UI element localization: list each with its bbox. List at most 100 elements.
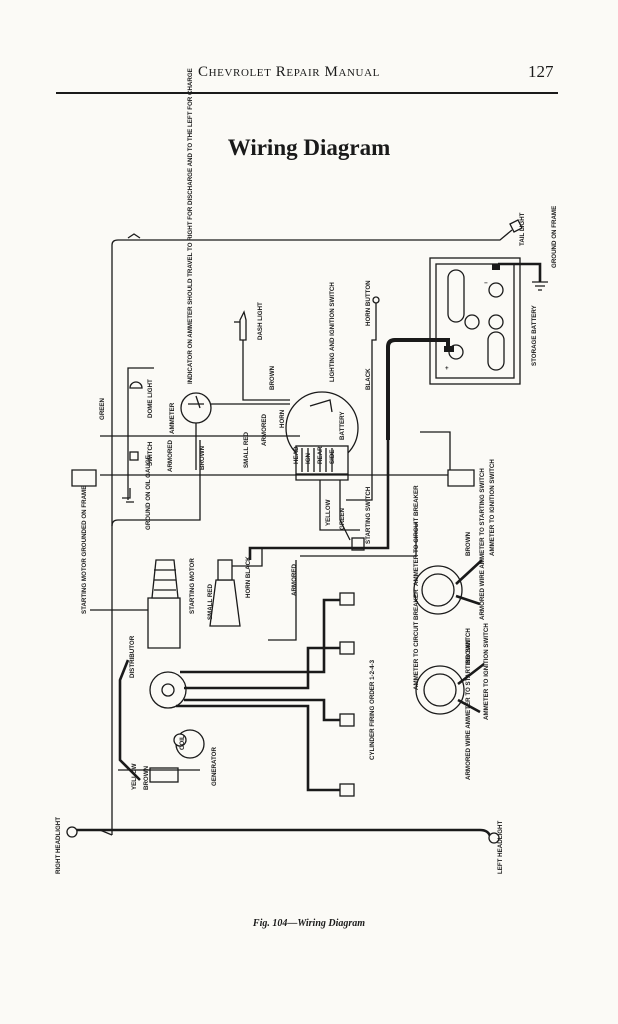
spark-plug-4	[339, 783, 355, 797]
distributor-cap	[161, 683, 175, 697]
label-coil: COIL	[179, 735, 186, 750]
left-horn-body	[447, 469, 475, 487]
right-headlight	[66, 826, 78, 838]
ground-strap	[498, 262, 542, 282]
label-armored-switch: ARMORED	[261, 414, 268, 446]
label-horn-terminal: HORN	[279, 409, 286, 428]
label-ammeter-circuit-breaker-2: AMMETER TO CIRCUIT BREAKER	[413, 589, 420, 690]
label-green: GREEN	[99, 397, 106, 420]
starting-switch-cable	[248, 440, 390, 560]
tail-light-wire	[111, 229, 513, 835]
label-brown-detail-1: BROWN	[465, 531, 472, 556]
label-head: HEAD	[293, 446, 300, 464]
battery-cell-cap	[464, 314, 480, 330]
label-ammeter-circuit-breaker-1: AMMETER TO CIRCUIT BREAKER	[413, 485, 420, 586]
armored-wire	[268, 560, 297, 641]
battery-cell-strap	[487, 331, 505, 371]
ammeter-detail-1-inner	[421, 573, 455, 607]
label-storage-battery: STORAGE BATTERY	[531, 304, 538, 366]
label-side: SIDE	[329, 450, 336, 464]
headlight-join	[99, 829, 113, 836]
label-dash-light: DASH LIGHT	[257, 302, 264, 340]
label-armored-dash: ARMORED	[167, 440, 174, 472]
label-generator: GENERATOR	[211, 747, 218, 786]
switch-terminal-block	[295, 445, 349, 475]
switch-lever	[309, 399, 333, 413]
label-yellow-gen: YELLOW	[131, 763, 138, 790]
label-ammeter-ignition-switch-1: AMMETER TO IGNITION SWITCH	[489, 459, 496, 556]
dome-light-bulb	[129, 381, 143, 389]
battery-minus-sign: −	[484, 280, 488, 287]
label-lighting-ignition-switch: LIGHTING AND IGNITION SWITCH	[329, 282, 336, 382]
dome-light-wire	[127, 367, 154, 500]
spark-plug-1	[339, 592, 355, 606]
figure-title: Wiring Diagram	[227, 135, 391, 160]
armored-to-ammeter	[300, 522, 417, 557]
battery-plus-sign: +	[445, 365, 449, 372]
main-harness	[100, 431, 451, 476]
tail-light-bulb	[509, 219, 523, 233]
label-dome-light: DOME LIGHT	[147, 379, 154, 418]
battery-cable	[386, 338, 450, 440]
yellow-wire	[319, 480, 360, 531]
label-ground-on-frame: GROUND ON FRAME	[551, 206, 558, 268]
battery-positive-terminal	[444, 346, 454, 352]
plug-lead-1	[180, 598, 340, 674]
label-brown-gen: BROWN	[143, 765, 150, 790]
horn	[209, 579, 241, 627]
battery-cell-strap	[447, 269, 465, 323]
ammeter-needle	[188, 395, 204, 409]
frame-ground-icon	[532, 281, 548, 291]
label-battery-terminal: BATTERY	[339, 411, 346, 440]
label-right-headlight: RIGHT HEADLIGHT	[55, 817, 62, 874]
label-starting-switch: STARTING SWITCH	[365, 486, 372, 544]
header-rule	[56, 92, 558, 94]
label-green-switch: GREEN	[339, 507, 346, 530]
spark-plug-3	[339, 713, 355, 727]
page-number: 127	[528, 62, 554, 81]
green-wire	[339, 480, 351, 541]
label-horn-button: HORN BUTTON	[365, 280, 372, 326]
label-armored-motor: ARMORED	[291, 564, 298, 596]
horn-top	[217, 559, 233, 581]
label-ground-oil-gauge: GROUND ON OIL GAUGE	[145, 455, 152, 530]
spark-plug-2	[339, 641, 355, 655]
running-title: Chevrolet Repair Manual	[198, 64, 380, 80]
label-starting-motor-grounded: STARTING MOTOR GROUNDED ON FRAME	[81, 486, 88, 614]
label-small-red: SMALL RED	[243, 431, 250, 468]
page-header: Chevrolet Repair Manual 127	[0, 62, 618, 82]
label-switch: SWITCH	[147, 441, 154, 466]
label-starting-motor: STARTING MOTOR	[189, 558, 196, 614]
label-brown-dash: BROWN	[199, 445, 206, 470]
label-rear: REAR	[317, 446, 324, 464]
label-brown-detail-2: BROWN	[465, 639, 472, 664]
label-black: BLACK	[365, 368, 372, 390]
label-ign: IGN	[305, 452, 312, 464]
ammeter-wires	[195, 403, 290, 470]
left-headlight	[488, 832, 500, 844]
ammeter-detail-2-inner	[423, 673, 457, 707]
horn-button-wire	[346, 303, 377, 501]
label-left-headlight: LEFT HEADLIGHT	[497, 821, 504, 874]
plug-lead-3	[184, 698, 340, 722]
coil	[173, 733, 187, 747]
oil-gauge-ground-icon	[122, 488, 134, 503]
ammeter-detail-2-leads	[457, 662, 485, 714]
label-brown-top: BROWN	[269, 365, 276, 390]
label-cylinder-firing-order: CYLINDER FIRING ORDER 1-2-4-3	[369, 659, 376, 760]
dome-light-switch	[129, 451, 139, 461]
coil-body	[149, 767, 179, 783]
plug-lead-2	[184, 646, 340, 690]
label-armored-wire-starting-1: ARMORED WIRE AMMETER TO STARTING SWITCH	[479, 468, 486, 620]
label-small-red-motor: SMALL RED	[207, 583, 214, 620]
right-horn-body	[71, 469, 97, 487]
battery-negative-terminal	[492, 264, 500, 270]
label-indicator-ammeter: INDICATOR ON AMMETER SHOULD TRAVEL TO RI…	[187, 68, 194, 384]
horn-wire	[232, 548, 263, 567]
label-ammeter: AMMETER	[169, 402, 176, 434]
starting-motor	[147, 597, 181, 649]
ammeter-detail-1-leads	[455, 559, 483, 606]
label-horn-black: HORN BLACK	[245, 556, 252, 598]
battery-cell-cap	[488, 282, 504, 298]
